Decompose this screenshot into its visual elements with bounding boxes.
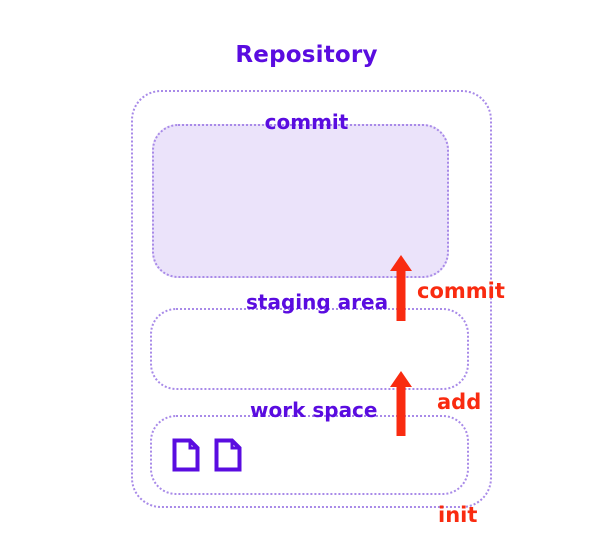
file-icon <box>172 438 200 472</box>
repository-boundary <box>131 90 492 508</box>
page-title: Repository <box>235 42 378 68</box>
add-arrow-up-icon <box>389 371 413 436</box>
commit-area-box <box>152 124 449 278</box>
staging-area-box <box>150 308 469 390</box>
commit-arrow-up-icon <box>389 255 413 321</box>
commit-area-label: commit <box>264 110 349 134</box>
command-label-init: init <box>438 503 478 527</box>
command-label-add: add <box>437 390 482 414</box>
file-icon <box>214 438 242 472</box>
work-space-label: work space <box>250 398 378 422</box>
staging-area-label: staging area <box>246 290 389 314</box>
command-label-commit: commit <box>417 279 505 303</box>
work-space-files <box>172 438 242 472</box>
work-space-box <box>150 415 469 495</box>
